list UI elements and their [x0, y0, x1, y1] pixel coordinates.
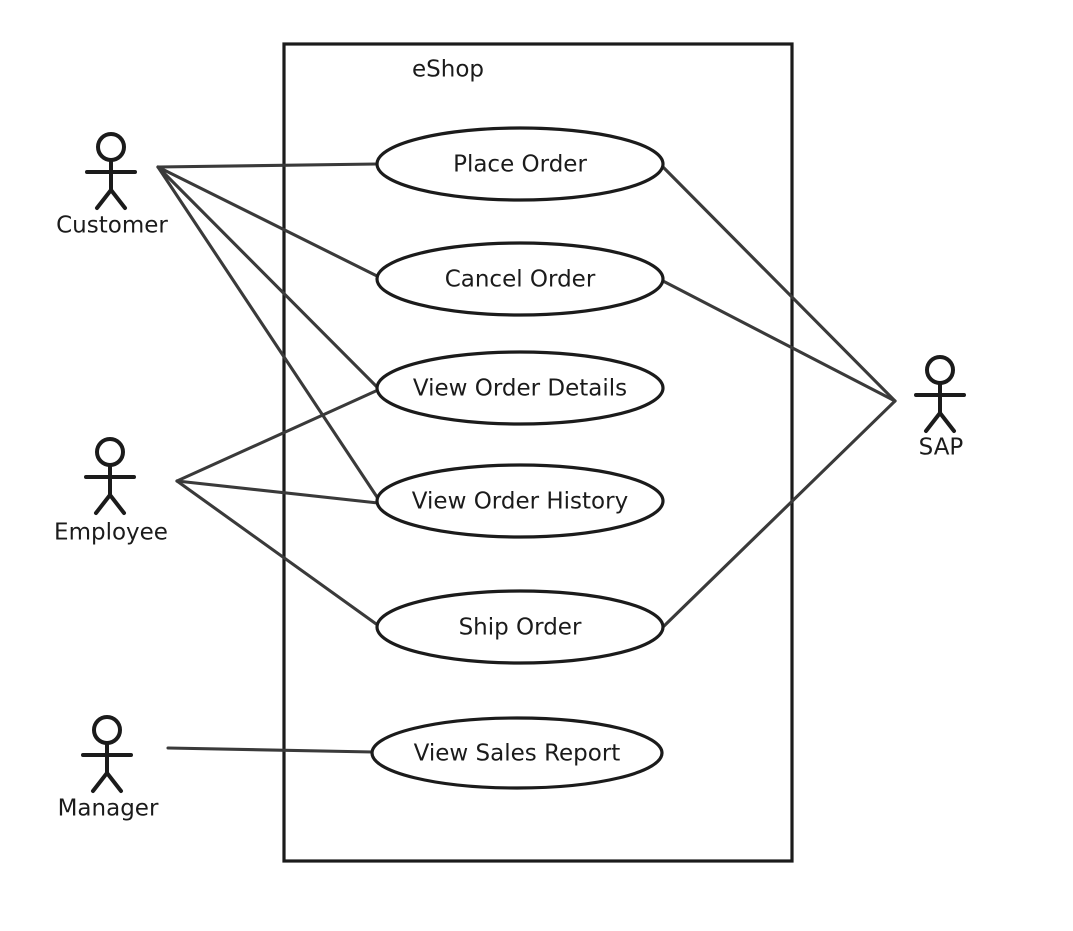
- system-boundary-label: eShop: [412, 57, 484, 83]
- use-case-label: Ship Order: [459, 615, 582, 641]
- association-lines: [156, 162, 897, 754]
- use-case-label: Place Order: [453, 152, 587, 178]
- actor-left-leg-line: [924, 411, 942, 433]
- association-customer-view-order-history[interactable]: [156, 165, 381, 502]
- use-case-label: Cancel Order: [445, 267, 596, 293]
- use-case-label: View Order Details: [413, 376, 627, 402]
- system-boundary-rect[interactable]: [282, 42, 794, 863]
- actor-label: Manager: [58, 796, 159, 822]
- actor-label: SAP: [919, 435, 964, 461]
- association-employee-view-order-history[interactable]: [175, 479, 380, 505]
- use-case-view-order-history[interactable]: View Order History: [375, 463, 665, 539]
- use-case-label: View Order History: [412, 489, 628, 515]
- use-case-ship-order[interactable]: Ship Order: [375, 589, 665, 665]
- association-employee-ship-order[interactable]: [175, 479, 381, 628]
- use-case-ellipse[interactable]: [375, 350, 665, 426]
- actor-head-icon: [92, 715, 122, 745]
- use-case-cancel-order[interactable]: Cancel Order: [375, 241, 665, 317]
- use-case-ellipse[interactable]: [375, 126, 665, 202]
- actor-left-leg-line: [91, 771, 109, 793]
- use-case-view-sales-report[interactable]: View Sales Report: [370, 716, 664, 790]
- actor-label: Employee: [54, 520, 168, 546]
- actor-label: Customer: [56, 213, 168, 239]
- actor-customer[interactable]: Customer: [56, 132, 168, 239]
- use-case-place-order[interactable]: Place Order: [375, 126, 665, 202]
- actor-left-leg-line: [94, 493, 112, 515]
- association-employee-view-order-details[interactable]: [175, 388, 380, 483]
- use-case-ellipse[interactable]: [375, 241, 665, 317]
- actor-manager[interactable]: Manager: [58, 715, 159, 822]
- actor-head-icon: [96, 132, 126, 162]
- actor-sap[interactable]: SAP: [914, 355, 966, 461]
- actor-right-leg-line: [109, 188, 127, 210]
- association-customer-place-order[interactable]: [156, 162, 379, 169]
- use-case-ellipse[interactable]: [370, 716, 664, 790]
- association-customer-view-order-details[interactable]: [156, 165, 380, 390]
- use-case-label: View Sales Report: [414, 741, 621, 767]
- system-boundary[interactable]: eShop: [282, 42, 794, 863]
- actor-right-leg-line: [105, 771, 123, 793]
- actor-right-leg-line: [938, 411, 956, 433]
- use-case-ellipse[interactable]: [375, 589, 665, 665]
- use-case-ellipse[interactable]: [375, 463, 665, 539]
- association-manager-view-sales-report[interactable]: [166, 746, 375, 754]
- actor-left-leg-line: [95, 188, 113, 210]
- association-place-order-sap[interactable]: [660, 164, 897, 403]
- association-ship-order-sap[interactable]: [661, 399, 897, 629]
- association-cancel-order-sap[interactable]: [661, 279, 897, 403]
- actor-head-icon: [95, 437, 125, 467]
- actor-employee[interactable]: Employee: [54, 437, 168, 546]
- actor-right-leg-line: [108, 493, 126, 515]
- association-customer-cancel-order[interactable]: [156, 165, 381, 279]
- actor-head-icon: [925, 355, 955, 385]
- use-case-view-order-details[interactable]: View Order Details: [375, 350, 665, 426]
